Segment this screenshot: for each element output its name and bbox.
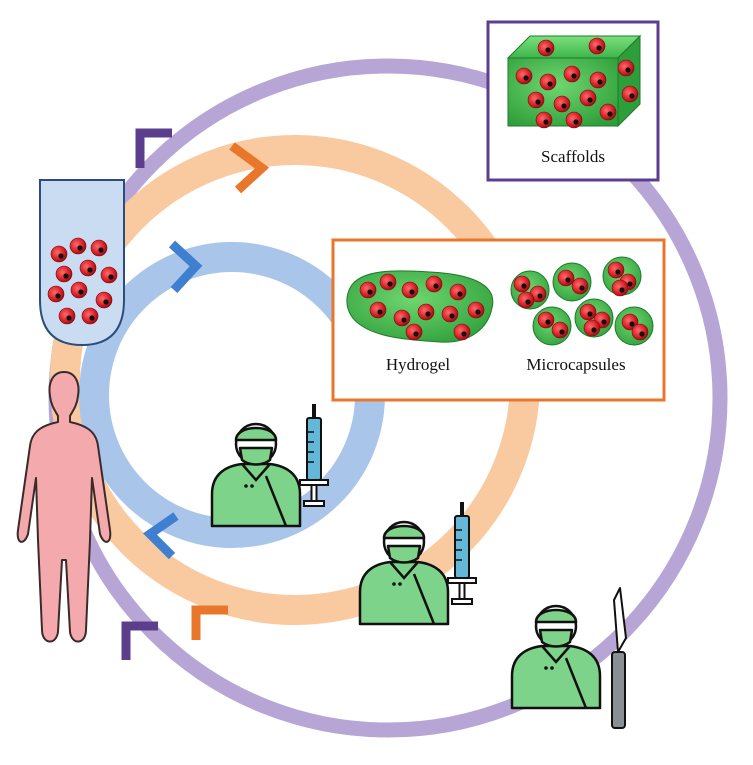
orange-arrow-top	[229, 142, 270, 194]
scalpel-icon	[611, 587, 627, 729]
surgeon-icon	[210, 422, 302, 528]
scaffolds-box: Scaffolds	[486, 20, 660, 182]
human-body-icon	[16, 371, 112, 643]
microcapsules-group	[510, 256, 654, 346]
surgeon-icon	[510, 604, 602, 710]
microcapsules-label: Microcapsules	[526, 355, 625, 374]
test-tube-icon	[39, 179, 125, 347]
blue-arrow-bottom	[143, 512, 179, 560]
orange-arrow-bottom	[191, 605, 228, 640]
purple-arrow-top	[135, 128, 172, 168]
blue-arrow-top	[168, 240, 203, 294]
purple-arrow-bottom	[121, 621, 158, 660]
surgeon-icon	[358, 520, 450, 626]
hydrogel-label: Hydrogel	[386, 355, 450, 374]
scaffolds-label: Scaffolds	[541, 147, 605, 166]
hydrogel-microcapsules-box: Hydrogel Microcapsules	[331, 238, 666, 402]
